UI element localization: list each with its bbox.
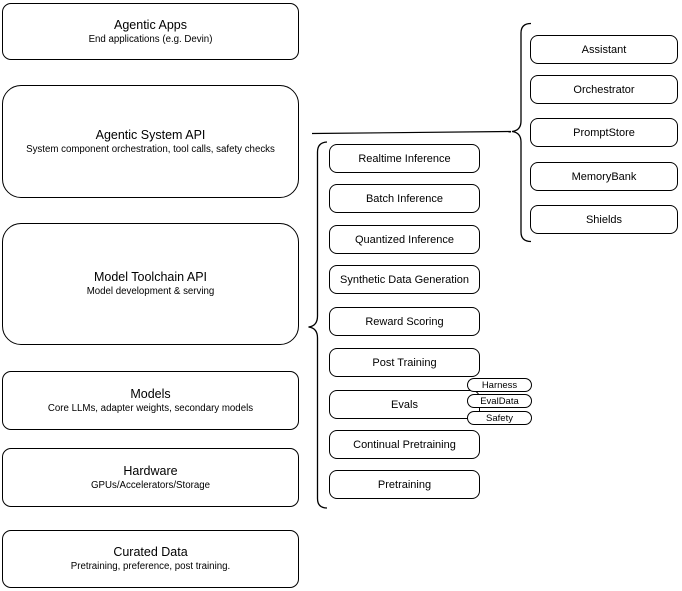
node-label: Synthetic Data Generation — [339, 273, 470, 286]
node-label: Batch Inference — [365, 192, 444, 205]
layer-title: Hardware — [123, 463, 178, 478]
toolchain-node-synthetic-data-generation: Synthetic Data Generation — [329, 265, 480, 294]
node-label: Realtime Inference — [358, 152, 451, 165]
node-label: Assistant — [581, 43, 627, 56]
layer-agentic-system-api: Agentic System API System component orch… — [2, 85, 299, 198]
pill-label: Harness — [481, 379, 518, 391]
toolchain-node-continual-pretraining: Continual Pretraining — [329, 430, 480, 459]
evals-tag-safety: Safety — [467, 411, 532, 425]
pill-label: EvalData — [480, 395, 519, 407]
layer-title: Model Toolchain API — [93, 270, 208, 284]
toolchain-node-reward-scoring: Reward Scoring — [329, 307, 480, 336]
system-node-orchestrator: Orchestrator — [530, 75, 678, 104]
node-label: Evals — [391, 398, 418, 411]
node-label: Orchestrator — [573, 83, 635, 96]
node-label: PromptStore — [573, 126, 635, 139]
layer-models: Models Core LLMs, adapter weights, secon… — [2, 371, 299, 430]
node-label: Quantized Inference — [354, 233, 455, 246]
toolchain-node-post-training: Post Training — [329, 348, 480, 377]
layer-model-toolchain-api: Model Toolchain API Model development & … — [2, 223, 299, 345]
system-node-memorybank: MemoryBank — [530, 162, 678, 191]
node-label: Continual Pretraining — [353, 438, 456, 451]
toolchain-node-realtime-inference: Realtime Inference — [329, 144, 480, 173]
node-label: Post Training — [372, 356, 437, 369]
evals-tag-evaldata: EvalData — [467, 394, 532, 408]
toolchain-node-batch-inference: Batch Inference — [329, 184, 480, 213]
layer-subtitle: Core LLMs, adapter weights, secondary mo… — [47, 402, 254, 414]
node-label: Reward Scoring — [365, 315, 444, 328]
node-label: MemoryBank — [571, 170, 637, 183]
pill-label: Safety — [486, 412, 513, 424]
toolchain-node-pretraining: Pretraining — [329, 470, 480, 499]
toolchain-brace — [308, 141, 328, 509]
node-label: Shields — [585, 213, 623, 226]
layer-subtitle: Model development & serving — [86, 286, 215, 297]
toolchain-node-quantized-inference: Quantized Inference — [329, 225, 480, 254]
layer-title: Models — [130, 386, 171, 401]
system-node-assistant: Assistant — [530, 35, 678, 64]
layer-curated-data: Curated Data Pretraining, preference, po… — [2, 530, 299, 588]
layer-agentic-apps: Agentic Apps End applications (e.g. Devi… — [2, 3, 299, 60]
system-api-connector-line — [311, 130, 512, 135]
node-label: Pretraining — [377, 478, 432, 491]
evals-tag-harness: Harness — [467, 378, 532, 392]
system-brace — [511, 22, 532, 243]
toolchain-node-evals: Evals — [329, 390, 480, 419]
layer-subtitle: System component orchestration, tool cal… — [26, 143, 275, 155]
layer-title: Agentic Apps — [114, 17, 187, 32]
layer-subtitle: GPUs/Accelerators/Storage — [91, 479, 210, 491]
system-node-shields: Shields — [530, 205, 678, 234]
layer-title: Curated Data — [113, 545, 188, 559]
layer-hardware: Hardware GPUs/Accelerators/Storage — [2, 448, 299, 507]
layer-title: Agentic System API — [95, 127, 206, 142]
system-node-promptstore: PromptStore — [530, 118, 678, 147]
layer-subtitle: Pretraining, preference, post training. — [70, 561, 231, 572]
layer-subtitle: End applications (e.g. Devin) — [88, 33, 213, 45]
